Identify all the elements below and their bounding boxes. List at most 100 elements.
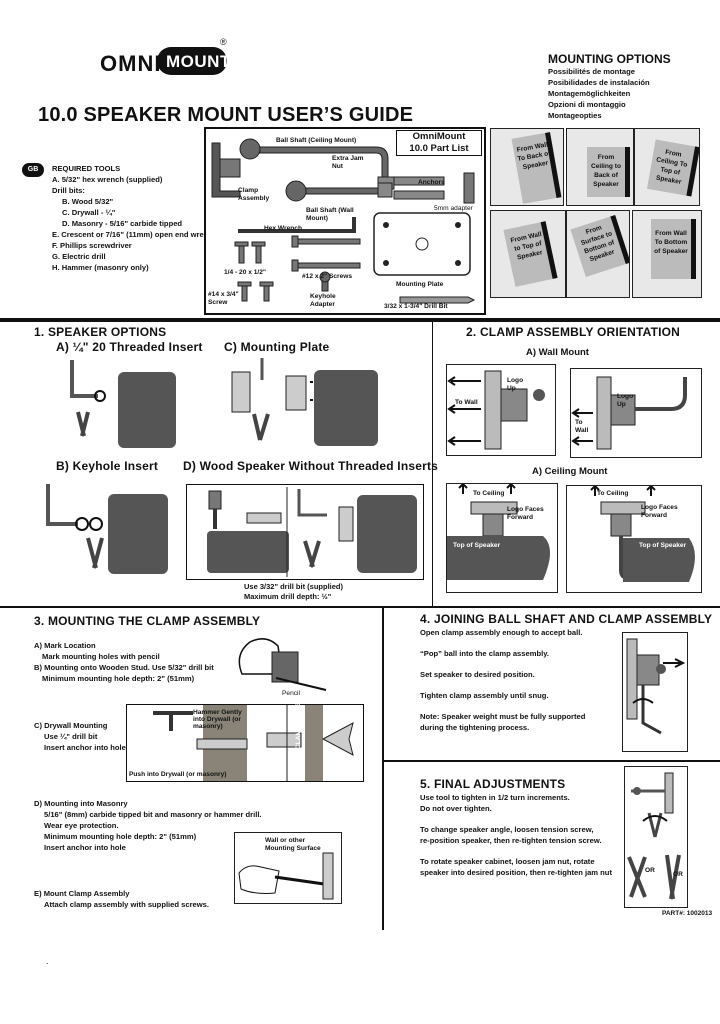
s3-d3: Wear eye protection. — [44, 821, 119, 830]
wall-mount-drawing-a — [447, 370, 545, 450]
label-screw-c: #14 x 3/4" Screw — [208, 291, 239, 306]
label-screw-b: #12 x 2" Screws — [302, 273, 353, 280]
mount-option-tile: From Wall to Top of Speaker — [490, 210, 566, 298]
s5-p1: Use tool to tighten in 1/2 turn incremen… — [420, 793, 570, 802]
s2-wall-mount-label: A) Wall Mount — [526, 347, 589, 358]
s1-option-c: C) Mounting Plate — [224, 340, 330, 354]
s3-a2: Mark mounting holes with pencil — [42, 652, 160, 661]
to-ceiling-label: To Ceiling — [597, 490, 629, 497]
s3-d1: D) Mounting into Masonry — [34, 799, 128, 808]
s3-step-d: D) Mounting into Masonry 5/16" (8mm) car… — [34, 798, 262, 853]
brand-mount: MOUNT — [166, 52, 231, 71]
s5-heading: 5. FINAL ADJUSTMENTS — [420, 777, 566, 791]
joining-drawing — [626, 638, 686, 735]
anchor-icon — [393, 176, 445, 200]
part-list-title-a: OmniMount — [412, 131, 466, 142]
wall-surface-label: Wall or other Mounting Surface — [265, 837, 321, 852]
vertical-divider-bottom — [382, 608, 384, 930]
screw-icon — [234, 241, 274, 302]
s4-text: Open clamp assembly enough to accept bal… — [420, 627, 585, 733]
top-of-speaker-label: Top of Speaker — [453, 542, 501, 549]
clamp-assembly-icon — [211, 142, 241, 198]
mounting-plate-drawing — [231, 358, 378, 446]
s1-drill-note: Use 3/32" drill bit (supplied) Maximum d… — [244, 582, 343, 602]
label-clamp-assembly: Clamp Assembly — [238, 187, 270, 202]
s3-step-c: C) Drywall Mounting Use ¼" drill bit Ins… — [34, 720, 126, 753]
s4-p3: Set speaker to desired position. — [420, 670, 535, 679]
s3-b1: B) Mounting onto Wooden Stud. Use 5/32" … — [34, 663, 214, 672]
required-tools: REQUIRED TOOLS A. 5/32" hex wrench (supp… — [52, 163, 217, 273]
s4-p6: during the tightening process. — [420, 723, 530, 732]
label-anchors: Anchors — [418, 179, 445, 186]
part-list-box: OmniMount 10.0 Part List Ball Shaft (Cei… — [204, 127, 486, 315]
mark-location-drawing — [238, 638, 327, 691]
top-of-speaker-label: Top of Speaker — [639, 542, 687, 549]
mounting-plate-icon — [373, 212, 471, 276]
s5-text: Use tool to tighten in 1/2 turn incremen… — [420, 792, 612, 878]
s3-e1: E) Mount Clamp Assembly — [34, 889, 130, 898]
long-screw-icon — [291, 235, 361, 272]
mount-option-tile: From Surface to Bottom of Speaker — [566, 210, 630, 298]
final-adjustments-drawing — [627, 772, 681, 900]
brand-omni: OMNI — [100, 51, 162, 76]
brand-registered: ® — [220, 37, 227, 47]
mount-option-tile: From Wall To Back of Speaker — [490, 128, 564, 206]
label-mounting-plate: Mounting Plate — [396, 281, 444, 288]
tools-heading: REQUIRED TOOLS — [52, 164, 121, 173]
mounting-options-lang: Montagemöglichkeiten — [548, 89, 631, 98]
label-extra-jam-nut: Extra Jam Nut — [332, 155, 364, 170]
label-adapter: 5mm adapter — [434, 205, 473, 212]
s5-p5: To rotate speaker cabinet, loosen jam nu… — [420, 857, 595, 866]
tool-item: C. Drywall - ¼" — [62, 208, 116, 217]
label-hex-wrench: Hex Wrench — [264, 225, 302, 232]
threaded-insert-drawing — [70, 360, 176, 448]
mount-option-label: From Ceiling to Back of Speaker — [590, 154, 622, 188]
mount-option-tile: From Wall To Bottom of Speaker — [632, 210, 702, 298]
brand-logo: OMNI MOUNT ® — [100, 37, 231, 77]
mount-option-tile: From Ceiling To Top of Speaker — [634, 128, 700, 206]
mounting-options-lang: Possibilités de montage — [548, 67, 635, 76]
tool-item: B. Wood 5/32" — [62, 197, 114, 206]
s3-heading: 3. MOUNTING THE CLAMP ASSEMBLY — [34, 614, 261, 628]
s3-step-e: E) Mount Clamp Assembly Attach clamp ass… — [34, 888, 209, 910]
label-ball-shaft-ceiling: Ball Shaft (Ceiling Mount) — [276, 137, 357, 144]
logo-faces-forward-label: Logo Faces Forward — [641, 504, 678, 519]
joining-ball-shaft-photo — [622, 632, 688, 752]
wood-speaker-box — [186, 484, 424, 580]
header-divider — [0, 318, 720, 322]
mounting-options-lang: Posibilidades de instalación — [548, 78, 650, 87]
vertical-divider-top — [432, 322, 433, 606]
to-wall-label: To Wall — [575, 419, 589, 434]
tool-item: G. Electric drill — [52, 252, 106, 261]
ceiling-mount-drawing-a — [447, 484, 550, 580]
to-wall-label: To Wall — [455, 399, 478, 406]
part-list-title-b: 10.0 Part List — [409, 143, 469, 154]
page-title: 10.0 SPEAKER MOUNT USER’S GUIDE — [38, 104, 414, 126]
final-adjustments-photo: OR OR — [624, 766, 688, 908]
section-divider — [0, 606, 720, 608]
s3-c3: Insert anchor into hole — [44, 743, 126, 752]
keyhole-adapter-icon — [319, 271, 331, 292]
mount-option-label: From Wall To Bottom of Speaker — [654, 230, 688, 255]
s1-option-b: B) Keyhole Insert — [56, 459, 159, 473]
drill-bit-icon — [399, 296, 476, 304]
s3-d4: Minimum mounting hole depth: 2" (51mm) — [44, 832, 197, 841]
pencil-label: Pencil — [282, 690, 300, 697]
to-ceiling-label: To Ceiling — [473, 490, 505, 497]
s1-heading: 1. SPEAKER OPTIONS — [34, 325, 167, 339]
s3-e2: Attach clamp assembly with supplied scre… — [44, 900, 210, 909]
logo-faces-forward-label: Logo Faces Forward — [507, 506, 544, 521]
s3-d5: Insert anchor into hole — [44, 843, 126, 852]
or-label: OR — [645, 867, 655, 874]
drywall-mounting-box: Hammer Gently into Drywall (or masonry) … — [126, 703, 364, 782]
s5-p4: re-position speaker, then re-tighten ten… — [420, 836, 602, 845]
logo-up-label: Logo Up — [617, 393, 634, 408]
push-drywall-label: Push into Drywall (or masonry) — [129, 771, 227, 778]
part-list-drawing — [211, 138, 476, 304]
mount-option-tile: From Ceiling to Back of Speaker — [566, 128, 634, 206]
s4-p4: Tighten clamp assembly until snug. — [420, 691, 549, 700]
masonry-drawing — [238, 852, 334, 900]
tool-item: E. Crescent or 7/16" (11mm) open end wre… — [52, 230, 218, 239]
tool-item: D. Masonry - 5/16" carbide tipped — [62, 219, 183, 228]
s3-d2: 5/16" (8mm) carbide tipped bit and mason… — [44, 810, 262, 819]
